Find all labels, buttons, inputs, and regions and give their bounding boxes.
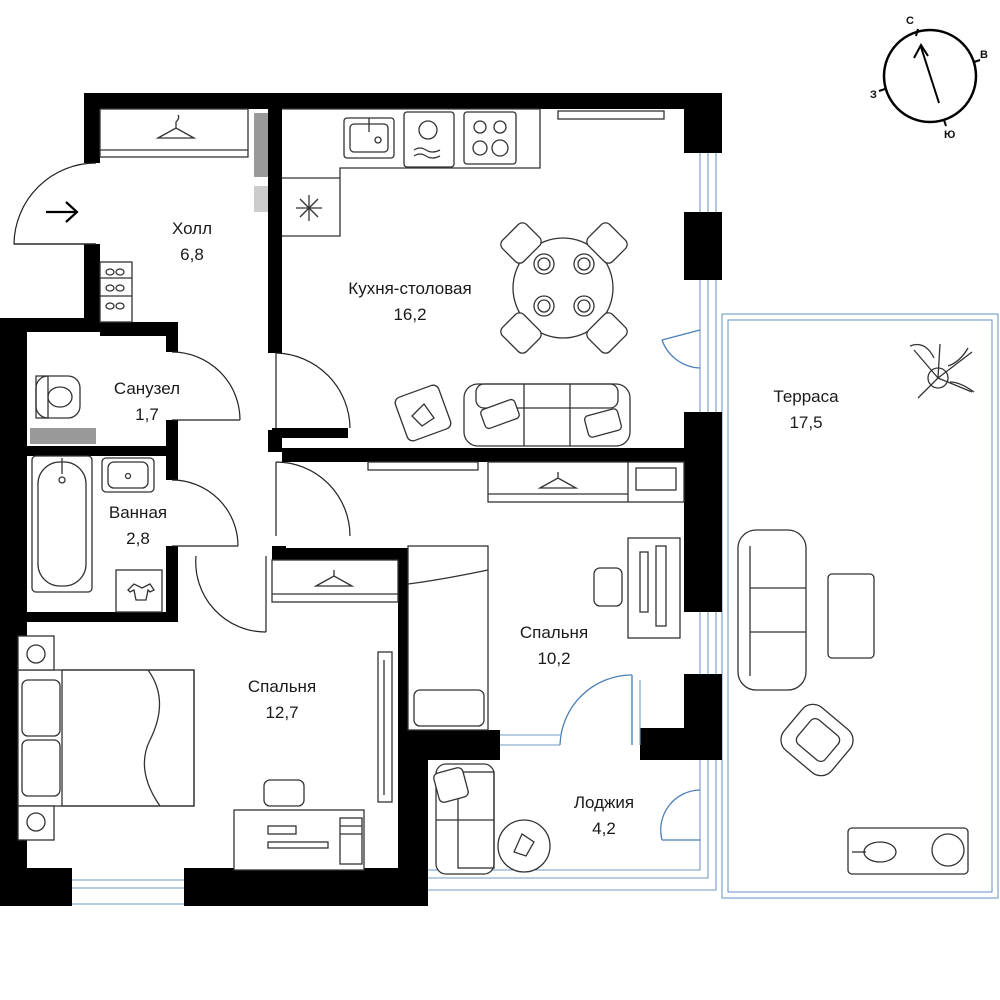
room-name: Ванная bbox=[108, 503, 168, 522]
coffee-table-kitchen bbox=[394, 384, 452, 442]
compass-north-label: С bbox=[906, 15, 914, 27]
shoe-rack bbox=[99, 261, 133, 323]
tv-kitchen bbox=[557, 110, 665, 120]
room-name: Спальня bbox=[247, 677, 317, 696]
room-name: Санузел bbox=[113, 379, 181, 398]
room-area: 1,7 bbox=[135, 405, 159, 424]
room-area: 16,2 bbox=[393, 305, 427, 324]
hall-wardrobe bbox=[99, 108, 249, 158]
stove-icon bbox=[463, 111, 517, 165]
terrace-table bbox=[827, 573, 875, 659]
room-area: 4,2 bbox=[592, 819, 616, 838]
entrance-arrow-icon bbox=[46, 201, 79, 223]
exercise-bike bbox=[847, 827, 969, 875]
kitchen-counter bbox=[282, 108, 541, 237]
room-label-loggia: Лоджия 4,2 bbox=[554, 790, 654, 842]
nightstand-top bbox=[17, 635, 55, 671]
room-name: Лоджия bbox=[573, 793, 635, 812]
terrace-sofa bbox=[737, 529, 807, 691]
wc-shaft bbox=[30, 428, 96, 444]
room-name: Терраса bbox=[773, 387, 839, 406]
bedroom2-desk bbox=[593, 537, 681, 639]
room-label-terrace: Терраса 17,5 bbox=[756, 384, 856, 436]
toilet bbox=[35, 375, 81, 419]
nightstand-bottom bbox=[17, 805, 55, 841]
sink-icon bbox=[343, 117, 395, 159]
hanger-icon bbox=[155, 114, 197, 139]
room-label-kitchen: Кухня-столовая 16,2 bbox=[325, 276, 495, 328]
terrace-armchair bbox=[780, 703, 854, 777]
room-name: Кухня-столовая bbox=[348, 279, 472, 298]
room-area: 6,8 bbox=[180, 245, 204, 264]
palm-icon bbox=[909, 343, 975, 399]
room-label-bedroom2: Спальня 10,2 bbox=[504, 620, 604, 672]
doors bbox=[13, 162, 701, 841]
windows bbox=[72, 153, 717, 905]
loggia-table bbox=[497, 819, 551, 873]
compass: С В Ю З bbox=[870, 15, 988, 141]
dining-table bbox=[500, 222, 628, 354]
washing-machine bbox=[115, 569, 163, 613]
compass-south-label: Ю bbox=[944, 129, 955, 141]
bedroom1-wardrobe bbox=[271, 559, 399, 603]
room-name: Спальня bbox=[519, 623, 589, 642]
single-bed bbox=[407, 545, 489, 731]
snowflake-icon bbox=[296, 195, 322, 221]
room-label-wc: Санузел 1,7 bbox=[97, 376, 197, 428]
walls bbox=[0, 93, 722, 906]
room-area: 2,8 bbox=[126, 529, 150, 548]
room-label-bath: Ванная 2,8 bbox=[88, 500, 188, 552]
double-bed bbox=[17, 669, 195, 807]
room-area: 12,7 bbox=[265, 703, 299, 722]
compass-east-label: В bbox=[980, 49, 988, 61]
sofa-kitchen bbox=[463, 383, 631, 447]
bathtub bbox=[31, 455, 93, 593]
room-label-bedroom1: Спальня 12,7 bbox=[232, 674, 332, 726]
bedroom2-wardrobe bbox=[487, 461, 685, 503]
bedroom1-tv bbox=[377, 651, 393, 803]
room-area: 17,5 bbox=[789, 413, 823, 432]
room-area: 10,2 bbox=[537, 649, 571, 668]
room-label-hall: Холл 6,8 bbox=[142, 216, 242, 268]
bedroom1-desk bbox=[233, 779, 365, 871]
room-name: Холл bbox=[171, 219, 213, 238]
loggia-sofa bbox=[433, 763, 495, 875]
dishwasher-icon bbox=[403, 111, 455, 168]
bath-sink bbox=[101, 457, 155, 493]
compass-west-label: З bbox=[870, 89, 877, 101]
bedroom2-tv bbox=[367, 461, 479, 471]
